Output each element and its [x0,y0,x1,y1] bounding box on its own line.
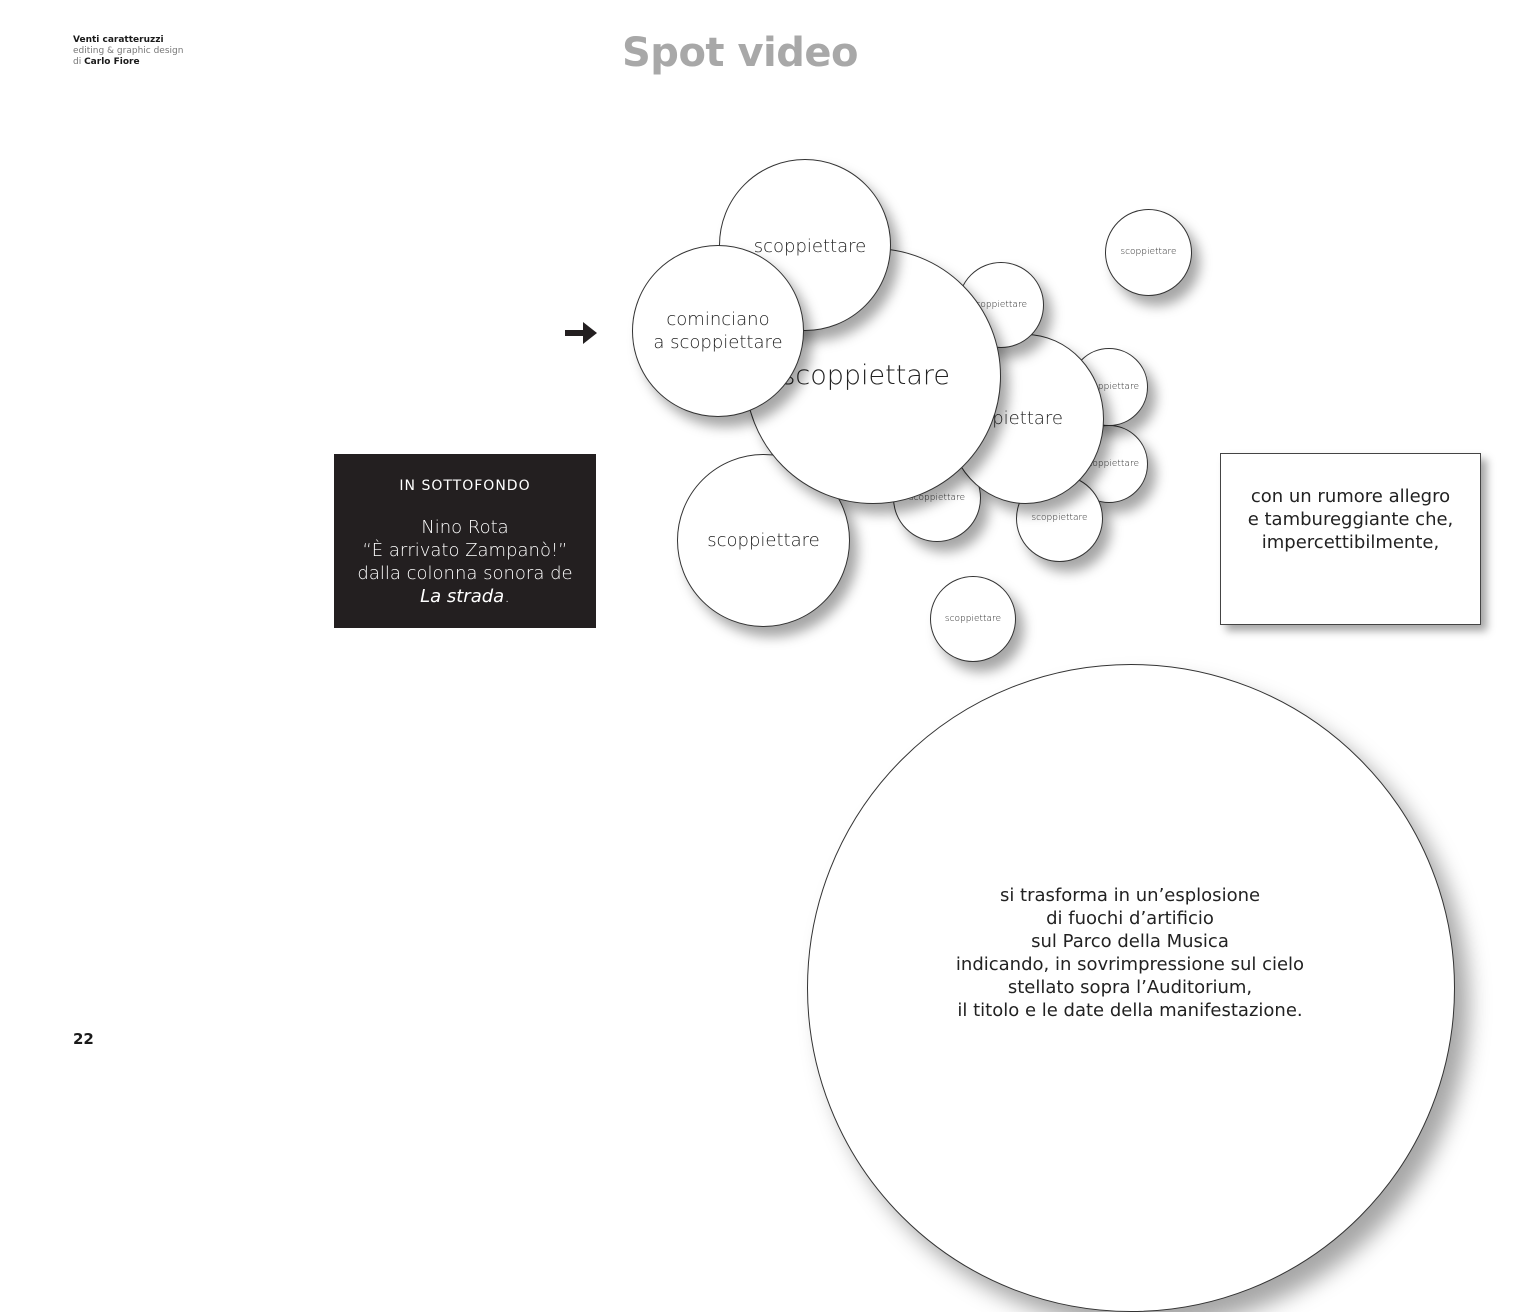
bubble-label-line: cominciano [666,309,770,330]
bubble-label: scoppiettare [908,493,966,503]
bubble-label-line: a scoppiettare [653,332,783,353]
soundtrack-line: “È arrivato Zampanò!” [362,540,568,561]
bubble-label: scoppiettare [753,236,867,257]
soundtrack-box: IN SOTTOFONDO Nino Rota “È arrivato Zamp… [334,454,596,628]
caption-line: e tambureggiante che, [1247,508,1454,530]
page-number: 22 [73,1030,94,1048]
big-circle-line: indicando, in sovrimpressione sul cielo [955,954,1305,975]
soundtrack-heading: IN SOTTOFONDO [399,478,531,494]
big-circle-line: il titolo e le date della manifestazione… [957,1000,1303,1021]
credits-prefix: di [73,57,85,67]
credits-author: di Carlo Fiore [73,57,183,68]
bubble-left: cominciano a scoppiettare [632,245,804,417]
big-circle-line: sul Parco della Musica [1031,931,1229,952]
bubble-label: scoppiettare [970,299,1027,310]
soundtrack-line: La strada. [334,585,596,608]
bubble-label: scoppiettare [1082,458,1139,469]
big-circle-line: di fuochi d’artificio [1046,908,1214,929]
big-circle-line: stellato sopra l’Auditorium, [1007,977,1253,998]
punctuation: . [504,586,510,607]
caption-line: impercettibilmente, [1261,531,1440,553]
soundtrack-body: Nino Rota “È arrivato Zampanò!” dalla co… [334,516,596,608]
credits-role: editing & graphic design [73,46,184,56]
credits: Venti caratteruzzi editing & graphic des… [73,35,183,68]
bubble-label: scoppiettare [707,529,820,551]
soundtrack-line: Nino Rota [421,517,509,538]
right-arrow-icon [565,322,597,344]
credits-name: Carlo Fiore [84,57,140,67]
bubble-label: scoppiettare [944,613,1002,624]
soundtrack-line: dalla colonna sonora de [357,563,573,584]
caption-box: con un rumore allegro e tambureggiante c… [1220,453,1481,625]
bubble-label: scoppiettare [1082,381,1139,392]
caption-line: con un rumore allegro [1250,485,1451,507]
bubble-label: scoppiettare [781,359,950,391]
bubble-label: scoppiettare [1031,513,1088,524]
caption-text: con un rumore allegro e tambureggiante c… [1248,485,1454,554]
bubble-far-right: scoppiettare [1105,209,1192,296]
big-circle-text: si trasforma in un’esplosione di fuochi … [930,884,1330,1022]
page-title: Spot video [622,30,859,76]
bubble-lower: scoppiettare [930,576,1016,662]
big-circle-line: si trasforma in un’esplosione [999,885,1261,906]
film-title: La strada [420,586,505,607]
credits-title: Venti caratteruzzi [73,35,164,45]
bubble-label: scoppiettare [1120,247,1177,258]
